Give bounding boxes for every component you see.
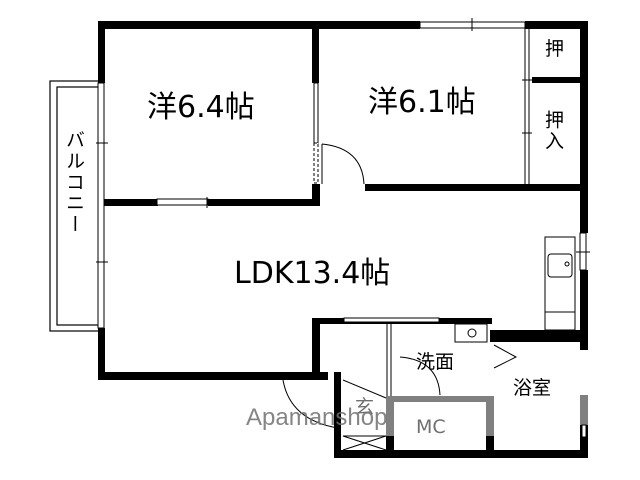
closet-bottom-label: 押入 (542, 110, 564, 152)
door-swings (282, 82, 518, 429)
closet-doors (522, 28, 532, 184)
toilet-label: MC (416, 416, 446, 438)
gray-walls (386, 395, 588, 436)
bathroom-label: 浴室 (513, 377, 552, 399)
kitchen-counter (544, 236, 576, 331)
washing-machine-space (386, 323, 488, 396)
windows (96, 18, 590, 438)
washroom-label: 洗面 (416, 351, 455, 373)
western-room-1-label: 洋6.4帖 (147, 90, 255, 125)
balcony-label: バルコニー (63, 130, 85, 235)
watermark: Apamanshop (246, 404, 388, 431)
closet-top-label: 押 (545, 38, 565, 60)
ldk-label: LDK13.4帖 (234, 256, 391, 291)
western-room-2-label: 洋6.1帖 (368, 85, 476, 120)
shoe-storage (342, 435, 387, 451)
walls (98, 21, 588, 458)
entrance-label: 玄 (355, 396, 375, 418)
